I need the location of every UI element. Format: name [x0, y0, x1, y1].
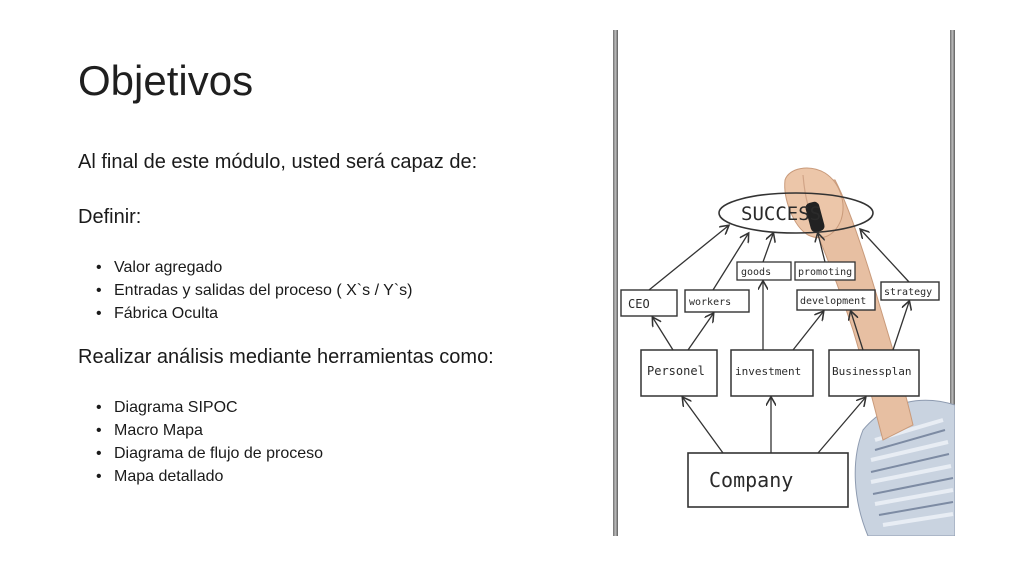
define-list: Valor agregado Entradas y salidas del pr…	[78, 256, 558, 325]
company-label: Company	[709, 468, 793, 492]
ceo-label: CEO	[628, 297, 650, 311]
list-item: Fábrica Oculta	[96, 302, 558, 325]
analysis-list: Diagrama SIPOC Macro Mapa Diagrama de fl…	[78, 396, 558, 488]
workers-label: workers	[689, 297, 731, 308]
slide-title: Objetivos	[78, 57, 254, 104]
promoting-label: promoting	[798, 267, 852, 278]
development-label: development	[800, 296, 866, 307]
intro-text: Al final de este módulo, usted será capa…	[78, 151, 478, 173]
strategy-label: strategy	[884, 287, 932, 298]
investment-label: investment	[735, 365, 801, 378]
list-item: Macro Mapa	[96, 419, 558, 442]
glass-rail-left	[613, 30, 618, 536]
list-item: Valor agregado	[96, 256, 558, 279]
success-label: SUCCESS	[741, 203, 821, 225]
slide-body: Al final de este módulo, usted será capa…	[78, 150, 558, 506]
businessplan-label: Businessplan	[832, 365, 911, 378]
glass-rail-right	[950, 30, 955, 536]
list-item: Diagrama de flujo de proceso	[96, 442, 558, 465]
goods-label: goods	[741, 267, 771, 278]
hand-drawn-diagram: SUCCESS goods promoting CEO workers deve…	[620, 167, 955, 536]
list-item: Diagrama SIPOC	[96, 396, 558, 419]
list-item: Mapa detallado	[96, 465, 558, 488]
business-diagram-photo: SUCCESS goods promoting CEO workers deve…	[613, 30, 955, 536]
define-heading: Definir:	[78, 206, 142, 228]
analysis-heading: Realizar análisis mediante herramientas …	[78, 346, 494, 368]
personel-label: Personel	[647, 364, 705, 378]
list-item: Entradas y salidas del proceso ( X`s / Y…	[96, 279, 558, 302]
